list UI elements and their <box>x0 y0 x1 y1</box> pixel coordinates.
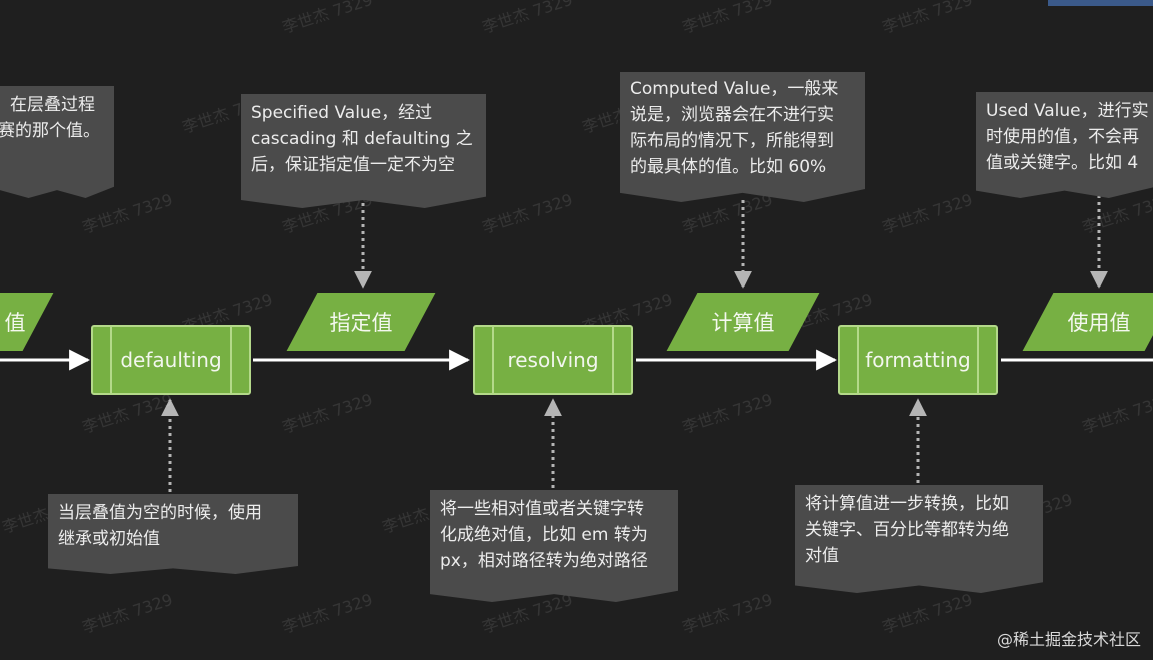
note-line: 时使用的值，不会再 <box>986 127 1139 147</box>
note-line: 赛的那个值。 <box>0 121 100 141</box>
note-specified-value: Specified Value，经过 cascading 和 defaultin… <box>241 94 486 208</box>
node-label: 计算值 <box>711 311 775 335</box>
note-line: Computed Value，一般来 <box>630 79 839 99</box>
note-formatting: 将计算值进一步转换，比如 关键字、百分比等都转为绝 对值 <box>795 485 1043 593</box>
note-line: 的最具体的值。比如 60% <box>630 157 827 177</box>
note-line: Used Value，进行实 <box>986 101 1149 121</box>
process-bar <box>110 327 112 393</box>
node-computed-value: 计算值 <box>666 293 820 351</box>
note-line: 对值 <box>805 546 839 566</box>
note-line: 后，保证指定值一定不为空 <box>251 155 455 175</box>
node-used-value: 使用值 <box>1022 293 1153 351</box>
note-line: 际布局的情况下，所能得到 <box>630 131 834 151</box>
process-bar <box>977 327 979 393</box>
note-cascade: 在层叠过程 赛的那个值。 <box>0 86 114 198</box>
note-used-value: Used Value，进行实 时使用的值，不会再 值或关键字。比如 4 <box>976 92 1153 198</box>
note-line: 继承或初始值 <box>58 529 160 549</box>
note-line: 关键字、百分比等都转为绝 <box>805 520 1009 540</box>
note-line: px，相对路径转为绝对路径 <box>440 551 648 571</box>
process-defaulting: defaulting <box>91 325 251 395</box>
node-specified-value: 指定值 <box>286 293 436 351</box>
source-credit: @稀土掘金技术社区 <box>996 630 1141 649</box>
process-bar <box>857 327 859 393</box>
note-line: 值或关键字。比如 4 <box>986 153 1139 173</box>
note-line: cascading 和 defaulting 之 <box>251 129 473 149</box>
node-cascaded-value: 值 <box>0 293 54 351</box>
node-label: 指定值 <box>329 311 393 335</box>
node-label: resolving <box>507 348 599 372</box>
note-line: 说是，浏览器会在不进行实 <box>630 105 834 125</box>
note-defaulting: 当层叠值为空的时候，使用 继承或初始值 <box>48 494 298 574</box>
node-label: defaulting <box>120 348 222 372</box>
process-bar <box>612 327 614 393</box>
note-computed-value: Computed Value，一般来 说是，浏览器会在不进行实 际布局的情况下，… <box>620 72 865 202</box>
note-line: 当层叠值为空的时候，使用 <box>58 503 262 523</box>
note-line: 将一些相对值或者关键字转 <box>440 499 644 519</box>
note-line: 将计算值进一步转换，比如 <box>805 494 1009 514</box>
note-resolving: 将一些相对值或者关键字转 化成绝对值，比如 em 转为 px，相对路径转为绝对路… <box>430 490 678 602</box>
note-line: Specified Value，经过 <box>251 103 433 123</box>
note-line: 在层叠过程 <box>10 95 95 115</box>
node-label: 值 <box>4 311 26 335</box>
process-bar <box>492 327 494 393</box>
process-resolving: resolving <box>473 325 633 395</box>
process-bar <box>230 327 232 393</box>
node-label: formatting <box>865 348 971 372</box>
process-formatting: formatting <box>838 325 998 395</box>
node-label: 使用值 <box>1067 311 1131 335</box>
corner-badge <box>1048 0 1153 6</box>
note-line: 化成绝对值，比如 em 转为 <box>440 525 648 545</box>
